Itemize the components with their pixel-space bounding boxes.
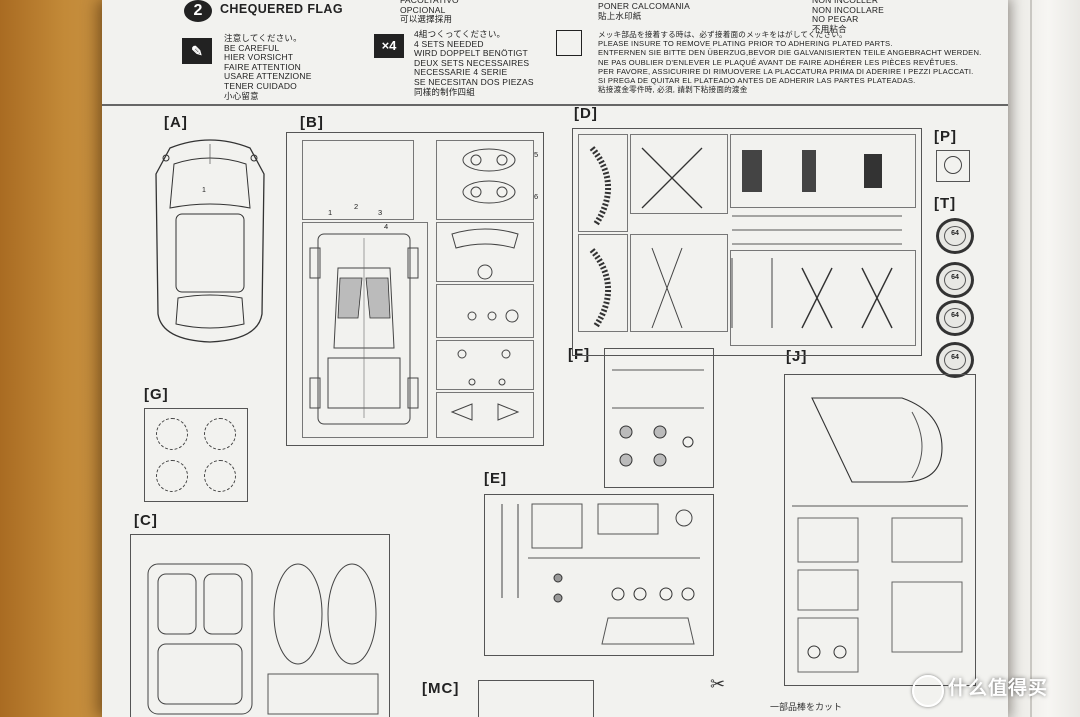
part-p-box — [936, 150, 970, 182]
tire-icon: 64 — [936, 218, 974, 254]
tire-icon: 64 — [936, 342, 974, 378]
careful-text: 注意してください。 BE CAREFUL HIER VORSICHT FAIRE… — [224, 33, 312, 101]
sprue-b — [286, 132, 544, 446]
section-d-label: [D] — [574, 105, 598, 122]
part-p-icon — [944, 156, 962, 174]
wheel-icon — [204, 460, 236, 492]
sprue-d-cell — [578, 234, 628, 332]
section-e-label: [E] — [484, 470, 507, 487]
sprue-b-cell — [436, 284, 534, 338]
watermark-text: 什么值得买 — [948, 678, 1049, 699]
tire-icon: 64 — [936, 300, 974, 336]
sprue-b-cell — [436, 222, 534, 282]
tire-icon: 64 — [936, 262, 974, 298]
section-f-label: [F] — [568, 346, 591, 363]
wheel-icon — [156, 460, 188, 492]
part-number: 3 — [378, 208, 383, 217]
parts-f-drawing — [612, 369, 704, 467]
sprue-d-cell — [630, 234, 728, 332]
section-t-label: [T] — [934, 195, 957, 212]
plating-icon — [556, 30, 582, 56]
sprue-c — [130, 534, 390, 717]
seats-drawing — [462, 148, 516, 204]
part-number: 1 — [328, 208, 333, 217]
parts-b-drawing — [450, 228, 520, 421]
section-j-label: [J] — [786, 348, 808, 365]
plating-text: メッキ部品を接着する時は、必ず接着面のメッキをはがしてください。 PLEASE … — [598, 30, 982, 95]
parts-e-drawing — [501, 503, 700, 645]
parts-j-drawing — [792, 397, 968, 673]
header-rule — [102, 104, 1008, 106]
flag-title: CHEQUERED FLAG — [220, 2, 343, 16]
x4-icon: ×4 — [374, 34, 404, 58]
footer-note: 一部品棒をカット — [770, 702, 843, 712]
section-b-label: [B] — [300, 114, 324, 131]
part-number: 6 — [534, 192, 539, 201]
parts-c-drawing — [147, 563, 379, 715]
sprue-j — [784, 374, 976, 686]
sprue-mc — [478, 680, 594, 717]
flag-options: FACOLTATIVO OPCIONAL 可以選擇採用 — [400, 0, 459, 25]
section-p-label: [P] — [934, 128, 957, 145]
decal-text: PONER CALCOMANIA 貼上水印紙 — [598, 1, 690, 21]
car-body-drawing: 1 — [155, 139, 265, 343]
sprue-d-cell — [578, 134, 628, 232]
sprue-b-cell — [436, 340, 534, 390]
chassis-drawing — [309, 233, 419, 425]
sprue-b-cell — [302, 140, 414, 220]
sets-needed-text: 4組つくってください。 4 SETS NEEDED WIRD DOPPELT B… — [414, 29, 534, 97]
careful-icon: ✎ — [182, 38, 212, 64]
wheel-icon — [204, 418, 236, 450]
sprue-d-cell — [630, 134, 728, 214]
paper-stack-edge — [1000, 0, 1080, 717]
part-number: 4 — [384, 222, 389, 231]
sprue-b-cell — [436, 392, 534, 438]
sprue-d-cell — [730, 134, 916, 208]
sprue-d-cell — [730, 250, 916, 346]
no-stick-text: NON INCOLLER NON INCOLLARE NO PEGAR 不用粘合 — [812, 0, 885, 34]
wheel-icon — [156, 418, 188, 450]
watermark-logo-icon — [912, 675, 944, 707]
section-g-label: [G] — [144, 386, 169, 403]
step-badge: 2 — [184, 0, 212, 22]
section-a-label: [A] — [164, 114, 188, 131]
part-number: 2 — [354, 202, 359, 211]
part-number: 5 — [534, 150, 539, 159]
section-mc-label: [MC] — [422, 680, 460, 697]
svg-text:1: 1 — [202, 187, 206, 194]
paper-stack-line — [1030, 0, 1032, 717]
instruction-sheet: 2 CHEQUERED FLAG FACOLTATIVO OPCIONAL 可以… — [102, 0, 1008, 717]
sprue-b-cell — [302, 222, 428, 438]
sprue-f — [604, 348, 714, 488]
scissors-icon: ✂ — [710, 674, 726, 694]
parts-d-drawing — [589, 146, 902, 329]
sprue-d — [572, 128, 922, 356]
sprue-e — [484, 494, 714, 656]
section-c-label: [C] — [134, 512, 158, 529]
sprue-g — [144, 408, 248, 502]
sprue-b-cell — [436, 140, 534, 220]
